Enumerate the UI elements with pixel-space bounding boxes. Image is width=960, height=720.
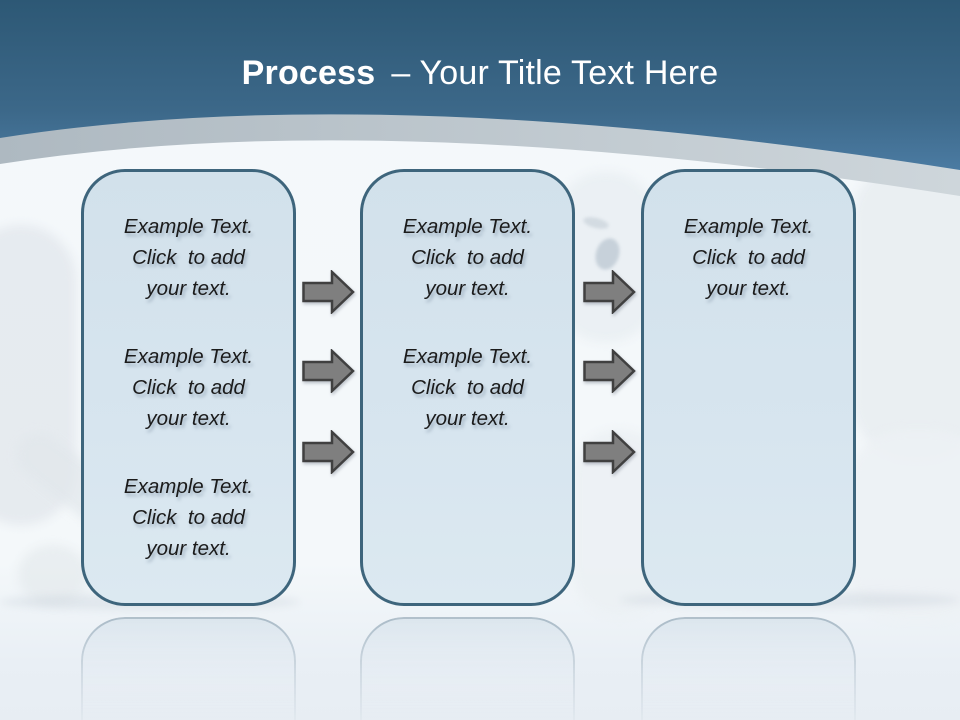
box-reflection: [81, 617, 296, 720]
box-reflection: [360, 617, 575, 720]
background-figure: [18, 545, 88, 605]
header-band: [0, 0, 960, 196]
text-placeholder[interactable]: Example Text. Click to add your text.: [123, 475, 254, 560]
background-figure: [852, 160, 960, 460]
arrow-right-icon: [302, 349, 355, 393]
header-blue-curve: [0, 0, 960, 170]
text-placeholder[interactable]: Example Text. Click to add your text.: [402, 345, 533, 430]
arrow-right-icon: [583, 430, 636, 474]
arrow-right-icon: [302, 270, 355, 314]
text-placeholder[interactable]: Example Text. Click to add your text.: [402, 215, 533, 300]
box-reflection: [641, 617, 856, 720]
text-placeholder[interactable]: Example Text. Click to add your text.: [123, 345, 254, 430]
arrow-right-icon: [302, 430, 355, 474]
background-figure: [848, 430, 960, 620]
arrow-right-icon: [583, 349, 636, 393]
title-placeholder-text: – Your Title Text Here: [391, 54, 719, 92]
arrow-right-icon: [583, 270, 636, 314]
process-box-step-1[interactable]: Example Text. Click to add your text. Ex…: [81, 169, 296, 606]
text-placeholder[interactable]: Example Text. Click to add your text.: [683, 215, 814, 300]
process-box-step-2[interactable]: Example Text. Click to add your text. Ex…: [360, 169, 575, 606]
process-box-step-3[interactable]: Example Text. Click to add your text.: [641, 169, 856, 606]
text-placeholder[interactable]: Example Text. Click to add your text.: [123, 215, 254, 300]
title-emphasis: Process: [241, 54, 376, 92]
slide-title[interactable]: Process – Your Title Text Here: [0, 54, 960, 93]
